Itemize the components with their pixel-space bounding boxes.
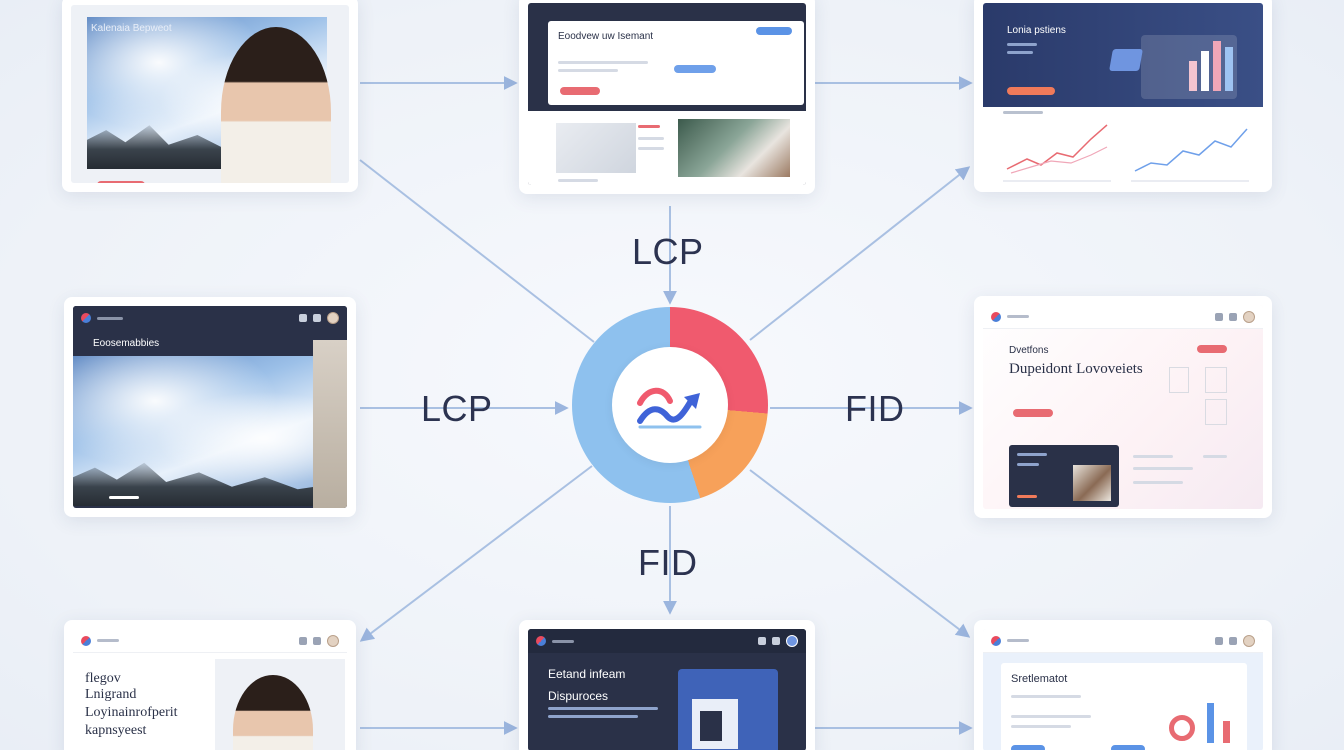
card-bottom-left-line4: kapnsyeest <box>85 723 147 738</box>
middle-left-navbar <box>73 306 347 330</box>
card-top-right[interactable]: Lonia pstiens <box>974 0 1272 192</box>
card-bottom-center-line1: Eetand infeam <box>548 667 626 681</box>
card-bottom-left-line3: Loyinainrofperit <box>85 705 178 720</box>
nav-icon[interactable] <box>313 636 321 645</box>
card-top-center-heading: Eoodvew uw Isemant <box>558 31 654 42</box>
card-top-left-screen: Kalenaia Bepweot <box>71 5 349 183</box>
nav-icon[interactable] <box>299 314 307 322</box>
illustration <box>678 669 778 750</box>
card-middle-right-heading-small: Dvetfons <box>1009 345 1049 356</box>
metrics-hub-center[interactable] <box>612 347 728 463</box>
trend-wave-icon <box>637 387 702 429</box>
card-top-center[interactable]: Eoodvew uw Isemant <box>519 0 815 194</box>
nav-icon[interactable] <box>1215 312 1223 321</box>
card-bottom-center-screen: Eetand infeam Dispuroces <box>528 629 806 750</box>
person-image <box>221 27 331 183</box>
nav-icon[interactable] <box>1215 636 1223 645</box>
nav-icon[interactable] <box>1229 312 1237 321</box>
bottom-right-cta[interactable] <box>1011 745 1045 750</box>
label-lcp-left: LCP <box>421 388 493 429</box>
top-center-pill-mid[interactable] <box>674 65 716 73</box>
card-top-center-lower <box>528 111 806 185</box>
card-bottom-center[interactable]: Eetand infeam Dispuroces <box>519 620 815 750</box>
bottom-right-navbar <box>983 629 1263 653</box>
card-middle-left-screen: Eoosemabbies <box>73 306 347 508</box>
label-fid-bottom: FID <box>638 542 698 583</box>
logo-icon <box>536 636 546 646</box>
line-tl-hub <box>359 159 595 343</box>
logo-icon <box>991 635 1001 646</box>
card-bottom-right-heading: Sretlematot <box>1011 673 1068 685</box>
card-bottom-left-line2: Lnigrand <box>85 687 137 702</box>
chart-panel <box>1141 35 1237 99</box>
card-bottom-left-line1: flegov <box>85 671 121 686</box>
bottom-left-navbar <box>73 629 347 653</box>
logo-icon <box>81 313 91 323</box>
arrow-hub-br <box>749 469 971 638</box>
card-top-left[interactable]: Kalenaia Bepweot <box>62 0 358 192</box>
bottom-right-panel: Sretlematot <box>1001 663 1247 750</box>
cta-button[interactable] <box>97 181 145 183</box>
card-top-right-screen: Lonia pstiens <box>983 3 1263 183</box>
nav-icon[interactable] <box>772 637 780 645</box>
avatar[interactable] <box>1243 310 1255 323</box>
nav-icon[interactable] <box>1229 636 1237 645</box>
card-top-right-heading: Lonia pstiens <box>1007 25 1066 36</box>
logo-icon <box>991 311 1001 322</box>
card-bottom-center-line2: Dispuroces <box>548 689 609 703</box>
label-fid-right: FID <box>845 388 905 429</box>
card-bottom-left[interactable]: flegov Lnigrand Loyinainrofperit kapnsye… <box>64 620 356 750</box>
bottom-center-navbar <box>528 629 806 653</box>
nav-icon[interactable] <box>299 636 307 645</box>
avatar[interactable] <box>327 312 339 324</box>
label-lcp-top: LCP <box>632 231 704 272</box>
card-middle-right[interactable]: Dvetfons Dupeidont Lovoveiets <box>974 296 1272 518</box>
card-top-center-screen: Eoodvew uw Isemant <box>528 3 806 185</box>
card-bottom-left-screen: flegov Lnigrand Loyinainrofperit kapnsye… <box>73 629 347 750</box>
avatar[interactable] <box>786 635 798 647</box>
card-top-left-heading: Kalenaia Bepweot <box>91 23 172 34</box>
bottom-right-cta-2[interactable] <box>1111 745 1145 750</box>
middle-right-navbar <box>983 305 1263 329</box>
card-middle-right-heading-big: Dupeidont Lovoveiets <box>1009 361 1143 377</box>
middle-right-lower-panel <box>1009 445 1119 507</box>
middle-right-pill[interactable] <box>1197 345 1227 353</box>
avatar[interactable] <box>327 634 339 647</box>
donut-mini <box>1169 715 1195 741</box>
card-bottom-right[interactable]: Sretlematot <box>974 620 1272 750</box>
logo-icon <box>81 635 91 646</box>
top-right-cta[interactable] <box>1007 87 1055 95</box>
nav-icon[interactable] <box>313 314 321 322</box>
arrow-hub-bl <box>359 465 593 642</box>
card-top-right-header: Lonia pstiens <box>983 3 1263 107</box>
nav-icon[interactable] <box>758 637 766 645</box>
middle-right-cta[interactable] <box>1013 409 1053 417</box>
top-center-cta[interactable] <box>560 87 600 95</box>
line-charts <box>1003 124 1249 182</box>
top-center-pill-blue[interactable] <box>756 27 792 35</box>
hero-image <box>73 356 347 506</box>
card-bottom-right-screen: Sretlematot <box>983 629 1263 750</box>
card-middle-right-screen: Dvetfons Dupeidont Lovoveiets <box>983 305 1263 509</box>
avatar[interactable] <box>1243 634 1255 647</box>
arrow-hub-tr <box>749 166 971 341</box>
card-top-center-panel: Eoodvew uw Isemant <box>548 21 804 105</box>
card-middle-left[interactable]: Eoosemabbies <box>64 297 356 517</box>
card-middle-left-heading: Eoosemabbies <box>93 338 160 349</box>
